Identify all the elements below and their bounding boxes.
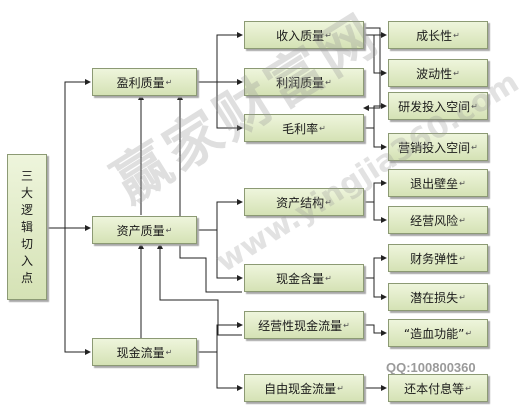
node-financial-elasticity: 财务弹性↵ [388, 244, 488, 272]
edge-operating-to-asset [157, 243, 242, 336]
watermark-qq: QQ:100800360 [386, 360, 476, 375]
node-label: 收入质量 [276, 28, 325, 43]
paragraph-mark: ↵ [471, 142, 478, 152]
root-char: 入 [20, 253, 33, 268]
node-cash-flow: 现金流量↵ [92, 338, 197, 366]
node-free-cash-flow: 自由现金流量↵ [244, 374, 364, 402]
node-marketing-investment-space: 营销投入空间↵ [388, 133, 488, 161]
paragraph-mark: ↵ [459, 215, 466, 225]
node-label: 波动性 [416, 66, 453, 81]
node-profit-quality: 盈利质量↵ [92, 68, 197, 96]
edge-gross-rd [364, 103, 387, 129]
node-exit-barrier: 退出壁垒↵ [388, 169, 488, 197]
node-label: 还本付息等 [404, 381, 465, 396]
node-revenue-quality: 收入质量↵ [244, 21, 364, 49]
root-char: 大 [20, 185, 33, 200]
root-node: 三 大 逻 辑 切 入 点 [7, 154, 47, 300]
node-cash-content: 现金含量↵ [244, 264, 364, 292]
paragraph-mark: ↵ [453, 30, 460, 40]
node-earnings-quality: 利润质量↵ [244, 68, 364, 96]
node-operating-cash-flow: 经营性现金流量↵ [244, 311, 364, 339]
node-operating-risk: 经营风险↵ [388, 206, 488, 234]
paragraph-mark: ↵ [325, 197, 332, 207]
node-label: “造血功能” [403, 326, 465, 341]
paragraph-mark: ↵ [471, 101, 478, 111]
paragraph-mark: ↵ [325, 30, 332, 40]
edge-asset-structure [197, 199, 243, 231]
paragraph-mark: ↵ [165, 77, 173, 87]
node-label: 营销投入空间 [398, 140, 471, 155]
node-label: 盈利质量 [116, 75, 165, 90]
edge-root-cash [47, 227, 91, 355]
paragraph-mark: ↵ [337, 383, 344, 393]
node-potential-loss: 潜在损失↵ [388, 283, 488, 311]
paragraph-mark: ↵ [459, 253, 466, 263]
edge-cash-operating [197, 322, 243, 353]
node-label: 经营风险 [410, 213, 459, 228]
node-label: 自由现金流量 [264, 381, 337, 396]
paragraph-mark: ↵ [165, 225, 173, 235]
node-blood-making-function: “造血功能”↵ [388, 319, 488, 347]
node-label: 退出壁垒 [410, 176, 459, 191]
edge-cash-content-elasticity [364, 255, 387, 279]
edge-root-profit [47, 79, 91, 229]
node-label: 研发投入空间 [398, 99, 471, 114]
node-label: 资产结构 [276, 195, 325, 210]
node-label: 潜在损失 [410, 290, 459, 305]
edge-asset-cash-content [197, 229, 243, 281]
node-asset-structure: 资产结构↵ [244, 188, 364, 216]
node-growth: 成长性↵ [388, 21, 488, 49]
paragraph-mark: ↵ [343, 320, 350, 330]
node-gross-margin: 毛利率↵ [244, 114, 364, 142]
paragraph-mark: ↵ [459, 292, 466, 302]
node-asset-quality: 资产质量↵ [92, 216, 197, 244]
edge-profit-gross [197, 81, 243, 131]
edge-cash-content-loss [364, 277, 387, 300]
node-label: 成长性 [416, 28, 453, 43]
paragraph-mark: ↵ [465, 383, 472, 393]
paragraph-mark: ↵ [459, 178, 466, 188]
paragraph-mark: ↵ [325, 273, 332, 283]
paragraph-mark: ↵ [465, 328, 473, 338]
root-char: 切 [20, 236, 33, 251]
node-debt-repayment: 还本付息等↵ [388, 374, 488, 402]
root-char: 辑 [20, 219, 33, 234]
node-volatility: 波动性↵ [388, 59, 488, 87]
node-rd-investment-space: 研发投入空间↵ [388, 92, 488, 120]
edge-cash-content-to-profit [177, 94, 242, 293]
node-label: 财务弹性 [410, 251, 459, 266]
node-label: 资产质量 [116, 223, 165, 238]
paragraph-mark: ↵ [165, 347, 173, 357]
root-char: 点 [20, 270, 33, 285]
paragraph-mark: ↵ [325, 77, 332, 87]
edge-structure-risk [364, 201, 387, 223]
edge-cash-free [197, 351, 243, 391]
edge-revenue-feedback [363, 27, 381, 111]
paragraph-mark: ↵ [319, 123, 326, 133]
node-label: 现金流量 [116, 345, 165, 360]
root-char: 三 [20, 168, 33, 183]
root-char: 逻 [20, 202, 33, 217]
node-label: 经营性现金流量 [258, 318, 343, 333]
node-label: 现金含量 [276, 271, 325, 286]
edge-operating-blood [364, 324, 387, 336]
edge-gross-marketing [364, 127, 387, 150]
node-label: 毛利率 [282, 121, 319, 136]
node-label: 利润质量 [276, 75, 325, 90]
paragraph-mark: ↵ [453, 68, 460, 78]
